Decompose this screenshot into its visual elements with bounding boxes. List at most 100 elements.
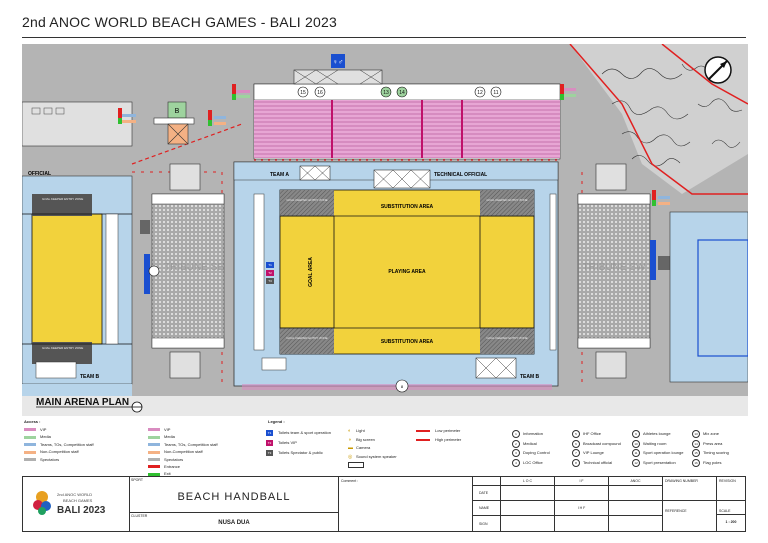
number-circle-icon: 16 [692,458,700,467]
svg-text:TEAM B: TEAM B [80,374,100,380]
perimeter-item: Low perimeter [416,428,496,433]
toilet-label: Toilets team & sport operation [278,430,331,436]
numbered-label: Sport presentation [643,459,676,465]
access-label: Media [164,434,175,440]
speaker-icon: ◎ [348,453,353,460]
svg-text:GOAL KEEPER ENTRY ZONE: GOAL KEEPER ENTRY ZONE [486,198,527,202]
svg-text:8: 8 [401,384,404,389]
access-markers [118,84,670,206]
title-block: 2nd ANOC WORLD BEACH GAMES BALI 2023 SPO… [22,476,746,532]
access-label: Spectators [164,456,184,462]
svg-text:GOAL KEEPER ENTRY ZONE: GOAL KEEPER ENTRY ZONE [42,346,83,350]
low-perimeter-icon [416,429,430,432]
access-item: Entrance [148,464,258,469]
perimeter-item: High perimeter [416,437,496,442]
toilet-item: T1 Toilets team & sport operation [266,430,350,436]
equipment-label: Big screen [356,436,375,442]
number-circle-icon: 1 [512,430,520,438]
approval-grid: L O C I F ANOC DATE NAME I H F SIGN [473,477,663,531]
access-item: VIP [148,427,258,432]
access-item: Non-Competition staff [24,449,134,454]
access-swatch [148,435,160,439]
official-left-label: OFFICIAL [28,171,51,177]
access-item: Teams, TOs, Competition staff [24,442,134,447]
access-item: Exit [148,471,258,476]
access-label: VIP [40,427,47,432]
playing-area-label: PLAYING AREA [388,269,426,275]
access-label: Media [40,434,51,440]
arena-plan: ♀♂ 15 16 13 14 12 11 B [22,44,748,416]
goal-area-label: GOAL AREA [308,257,314,287]
number-circle-icon: 15 [692,449,700,457]
number-circle-icon: 13 [692,430,700,438]
number-circle-icon: 2 [512,439,520,448]
tribune-se [151,193,225,349]
number-circle-icon: 4 [512,458,520,467]
perimeter-label: Low perimeter [435,428,461,433]
svg-text:12: 12 [477,90,483,96]
games-logo-icon [33,491,51,515]
equipment-item: ◑ Big screen [348,437,416,443]
svg-text:14: 14 [399,90,405,96]
svg-text:TRIBUNE SW: TRIBUNE SW [583,262,646,273]
numbered-label: Press area [703,440,723,446]
svg-text:TEAM B: TEAM B [520,374,540,380]
number-circle-icon: 8 [572,458,580,467]
camera-icon: ▬ [348,445,353,452]
number-circle-icon: 9 [632,430,640,438]
access-label: Entrance [164,463,181,469]
sport-value: BEACH HANDBALL [177,491,291,503]
svg-text:B: B [175,108,180,115]
numbered-label: VIP Lounge [583,450,604,456]
toilet-label: Toilets Spectator & public [278,450,323,456]
svg-text:16: 16 [317,90,323,96]
toilet-icon: T1 [266,430,273,436]
legend-title: Legend : [268,419,285,424]
access-item: Spectators [148,457,258,462]
svg-text:T3: T3 [268,279,272,283]
team-a-label: TEAM A [270,172,289,178]
access-swatch [24,428,36,432]
access-swatch [24,443,36,447]
access-label: Non-Competition staff [164,449,203,455]
light-icon: ◐ [348,428,352,434]
number-circle-icon: 6 [572,439,580,448]
substitution-top-label: SUBSTITUTION AREA [381,204,434,210]
number-circle-icon: 5 [572,430,580,438]
comment-cell: Comment : [339,477,473,531]
equipment-item: ◎Sound system speaker [348,454,416,460]
big-screen-icon: ◑ [348,436,352,443]
toilet-icon: T2 [266,440,273,446]
numbered-label: IHF Office [583,431,601,437]
numbered-label: Athletes lounge [643,431,671,437]
number-circle-icon: 7 [572,449,580,457]
access-swatch [148,428,160,432]
access-swatch [148,472,160,476]
shoreline-contours [601,63,743,167]
logo-cell: 2nd ANOC WORLD BEACH GAMES BALI 2023 [23,477,130,531]
access-item: Spectators [24,457,134,462]
numbered-label: Flag poles [703,459,722,465]
numbered-label: Broadcast compound [583,440,621,446]
svg-text:T1: T1 [268,263,272,267]
toilet-icon: T3 [266,450,273,456]
access-label: Teams, TOs, Competition staff [164,441,218,447]
access-swatch [148,465,160,469]
svg-text:15: 15 [300,90,306,96]
numbered-label: LOC Office [523,459,543,465]
equipment-item: ▬Camera [348,445,416,451]
